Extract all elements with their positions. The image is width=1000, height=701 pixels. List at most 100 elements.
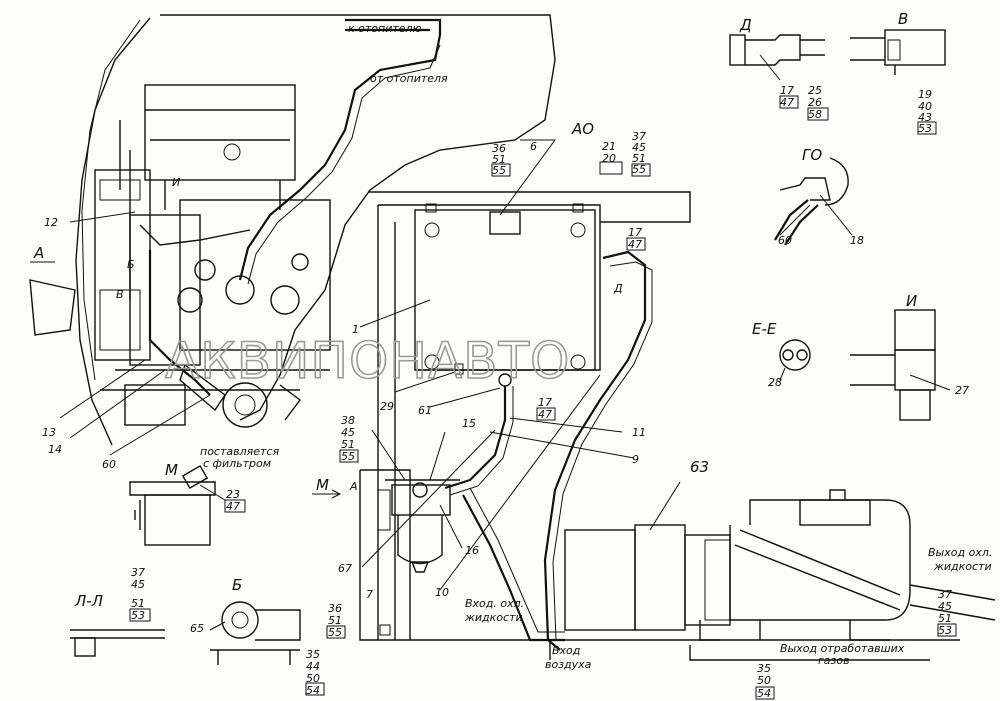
svg-text:23: 23 (226, 488, 240, 501)
callout-9: 9 (632, 453, 639, 466)
view-label-ao: АО (571, 120, 594, 138)
callout-11: 11 (632, 426, 646, 439)
svg-text:40: 40 (918, 100, 932, 113)
svg-text:37: 37 (938, 588, 952, 601)
svg-text:35: 35 (757, 662, 771, 675)
svg-text:45: 45 (341, 426, 355, 439)
detail-view-d (729, 34, 825, 81)
callout-7: 7 (366, 588, 373, 601)
svg-text:51: 51 (938, 612, 952, 625)
svg-text:36: 36 (328, 602, 342, 615)
svg-text:53: 53 (131, 609, 145, 622)
cab-outline (75, 14, 556, 446)
view-label-i: И (906, 292, 917, 310)
section-marker-m: М (316, 476, 329, 494)
view-label-a: А (33, 244, 44, 262)
stack-21-20: 21 20 (602, 140, 616, 165)
svg-text:47: 47 (780, 96, 794, 109)
svg-text:55: 55 (492, 164, 506, 177)
view-label-e: Е-Е (752, 320, 777, 338)
note-coolant-out-2: жидкости (933, 560, 992, 573)
svg-text:47: 47 (538, 408, 552, 421)
leader-lines (59, 139, 951, 631)
callout-60-right: 60 (778, 234, 792, 247)
svg-text:17: 17 (628, 226, 642, 239)
svg-text:55: 55 (341, 450, 355, 463)
svg-text:37: 37 (632, 130, 646, 143)
svg-text:36: 36 (492, 142, 506, 155)
svg-text:20: 20 (602, 152, 616, 165)
callout-18: 18 (850, 234, 864, 247)
stack-b: 35 44 50 54 (306, 648, 320, 697)
svg-text:53: 53 (938, 624, 952, 637)
callout-61: 61 (418, 404, 432, 417)
stack-38: 38 45 51 55 (341, 414, 355, 463)
svg-text:45: 45 (938, 600, 952, 613)
stack-17-47-pipe: 17 47 (538, 396, 552, 421)
stack-25-26-58: 25 26 58 (808, 84, 822, 121)
callout-67: 67 (338, 562, 352, 575)
svg-text:38: 38 (341, 414, 355, 427)
detail-view-m (129, 464, 216, 546)
mounting-frame (359, 191, 691, 660)
callout-63: 63 (690, 458, 709, 476)
view-label-go: ГО (802, 146, 822, 164)
view-label-d: Д (739, 16, 752, 34)
stack-top2: 37 45 51 55 (632, 130, 646, 176)
svg-text:47: 47 (226, 500, 240, 513)
engine-block (29, 84, 331, 428)
view-label-b: Б (232, 576, 242, 594)
svg-text:51: 51 (131, 597, 145, 610)
note-to-heater: к отопителю (348, 22, 422, 35)
callout-65: 65 (190, 622, 204, 635)
svg-text:35: 35 (306, 648, 320, 661)
note-coolant-in-1: Вход. охл. (465, 597, 524, 610)
callout-28: 28 (768, 376, 782, 389)
svg-text:50: 50 (306, 672, 320, 685)
callout-6: 6 (530, 140, 537, 153)
stack-l-l: 37 45 51 53 (131, 566, 145, 622)
svg-text:54: 54 (757, 687, 771, 700)
svg-text:55: 55 (328, 626, 342, 639)
svg-text:17: 17 (538, 396, 552, 409)
callout-27: 27 (955, 384, 969, 397)
detail-view-v (850, 29, 946, 75)
callout-12: 12 (44, 216, 58, 229)
svg-text:53: 53 (918, 122, 932, 135)
stack-bottom: 35 50 54 (757, 662, 771, 700)
svg-text:47: 47 (628, 238, 642, 251)
svg-text:45: 45 (131, 578, 145, 591)
stack-7: 36 51 55 (328, 602, 342, 639)
coolant-pipes (444, 250, 653, 651)
callout-14: 14 (48, 443, 62, 456)
callout-29: 29 (380, 400, 394, 413)
note-coolant-in-2: жидкости (464, 611, 523, 624)
svg-text:51: 51 (341, 438, 355, 451)
callout-60-left: 60 (102, 458, 116, 471)
note-from-heater: от отопителя (370, 72, 448, 85)
svg-text:55: 55 (632, 163, 646, 176)
svg-text:26: 26 (808, 96, 822, 109)
detail-view-go (774, 157, 849, 246)
svg-text:17: 17 (780, 84, 794, 97)
svg-text:54: 54 (306, 684, 320, 697)
detail-view-i (850, 309, 936, 421)
svg-text:25: 25 (808, 84, 822, 97)
view-label-i-on-engine: И (172, 176, 180, 189)
detail-view-e (779, 339, 811, 371)
svg-text:21: 21 (602, 140, 616, 153)
svg-text:51: 51 (492, 153, 506, 166)
detail-view-b (210, 601, 301, 665)
svg-text:51: 51 (632, 152, 646, 165)
section-marker-a: А (349, 480, 358, 493)
note-coolant-out-1: Выход охл. (928, 546, 992, 559)
note-exhaust-out-2: газов (818, 654, 850, 667)
stack-19: 19 40 43 53 (918, 88, 932, 135)
svg-text:50: 50 (757, 674, 771, 687)
view-label-v-on-engine: В (116, 288, 124, 301)
stack-17-47-d: 17 47 (780, 84, 794, 109)
stack-right: 37 45 51 53 (938, 588, 952, 637)
view-label-b-on-engine: Б (127, 258, 135, 271)
